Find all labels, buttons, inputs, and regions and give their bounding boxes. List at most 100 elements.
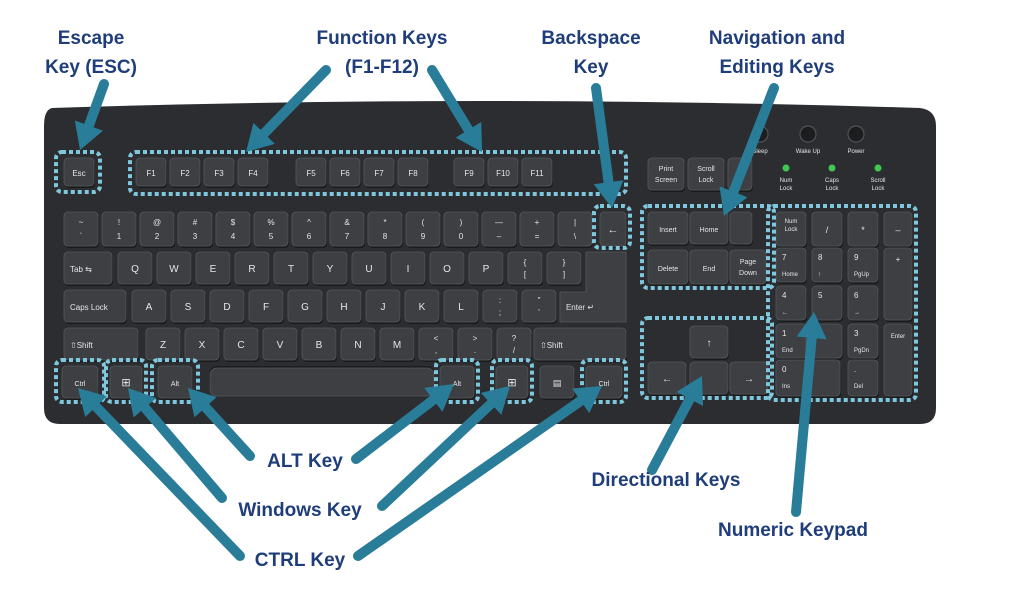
key-punctuation[interactable]: :;: [482, 289, 518, 324]
key-numpad-dot[interactable]: .Del: [847, 359, 879, 398]
key-c[interactable]: C: [223, 327, 259, 362]
key-f3[interactable]: F3: [203, 157, 235, 188]
key-k[interactable]: K: [404, 289, 440, 324]
key-t[interactable]: T: [273, 251, 309, 286]
key-s[interactable]: S: [170, 289, 206, 324]
key-z[interactable]: Z: [145, 327, 181, 362]
key-number-row-label: #: [193, 218, 198, 227]
key-f4[interactable]: F4: [237, 157, 269, 188]
key-number-row[interactable]: )0: [443, 211, 479, 248]
key-enter[interactable]: [559, 251, 627, 323]
key-number-row[interactable]: —–: [481, 211, 517, 248]
key-numpad-minus[interactable]: –: [883, 211, 913, 248]
key-alt-left[interactable]: Alt: [157, 365, 193, 400]
key-end[interactable]: End: [689, 249, 729, 286]
key-l[interactable]: L: [443, 289, 479, 324]
key-u[interactable]: U: [351, 251, 387, 286]
key-h[interactable]: H: [326, 289, 362, 324]
system-button-wake-up[interactable]: [799, 125, 817, 143]
key-number-row[interactable]: @2: [139, 211, 175, 248]
key-f[interactable]: F: [248, 289, 284, 324]
key-number-row[interactable]: +=: [519, 211, 555, 248]
system-button-power[interactable]: [847, 125, 865, 143]
key-numpad-digit[interactable]: 4←: [775, 285, 807, 322]
key-q[interactable]: Q: [117, 251, 153, 286]
key-f7[interactable]: F7: [363, 157, 395, 188]
key-number-row[interactable]: !1: [101, 211, 137, 248]
key-caps-lock[interactable]: Caps Lock: [63, 289, 127, 324]
key-f9[interactable]: F9: [453, 157, 485, 188]
key-e[interactable]: E: [195, 251, 231, 286]
key-number-row[interactable]: $4: [215, 211, 251, 248]
key-f10[interactable]: F10: [487, 157, 519, 188]
key-arrow-up[interactable]: ↑: [689, 325, 729, 360]
key-f1[interactable]: F1: [135, 157, 167, 188]
key-f8[interactable]: F8: [397, 157, 429, 188]
key-bracket[interactable]: }]: [546, 251, 582, 286]
key-g[interactable]: G: [287, 289, 323, 324]
key-number-row[interactable]: %5: [253, 211, 289, 248]
key-number-row[interactable]: ^6: [291, 211, 327, 248]
key-numpad-digit[interactable]: 5: [811, 285, 843, 322]
key-f5[interactable]: F5: [295, 157, 327, 188]
key-bracket[interactable]: {[: [507, 251, 543, 286]
key-delete[interactable]: Delete: [647, 249, 689, 286]
key-number-row[interactable]: (9: [405, 211, 441, 248]
key-punctuation-label: .: [474, 346, 476, 355]
key-page-down-label: Page: [740, 259, 756, 266]
key-esc-label: Esc: [72, 169, 85, 178]
key-punctuation[interactable]: ?/: [496, 327, 532, 362]
key-numpad-plus[interactable]: +: [883, 247, 913, 322]
key-numpad-enter[interactable]: Enter: [883, 323, 913, 398]
key-insert[interactable]: Insert: [647, 211, 689, 246]
key-number-row[interactable]: ~`: [63, 211, 99, 248]
key-arrow-right[interactable]: →: [729, 361, 769, 396]
key-x[interactable]: X: [184, 327, 220, 362]
key-numpad-slash-label: /: [826, 225, 829, 235]
key-m[interactable]: M: [379, 327, 415, 362]
key-menu[interactable]: ▤: [539, 365, 575, 400]
key-spacebar[interactable]: [209, 367, 435, 397]
key-number-row[interactable]: |\: [557, 211, 593, 248]
key-punctuation[interactable]: "': [521, 289, 557, 324]
key-b[interactable]: B: [301, 327, 337, 362]
key-shift-left[interactable]: ⇧Shift: [63, 327, 139, 362]
key-d[interactable]: D: [209, 289, 245, 324]
key-shift-right[interactable]: ⇧Shift: [533, 327, 627, 362]
key-f2[interactable]: F2: [169, 157, 201, 188]
key-number-row[interactable]: &7: [329, 211, 365, 248]
key-number-row[interactable]: #3: [177, 211, 213, 248]
key-tab[interactable]: Tab ⇆: [63, 251, 113, 286]
key-esc[interactable]: Esc: [63, 157, 95, 188]
key-punctuation[interactable]: >.: [457, 327, 493, 362]
key-arrow-left[interactable]: ←: [647, 361, 687, 396]
key-numpad-star[interactable]: *: [847, 211, 879, 248]
key-n[interactable]: N: [340, 327, 376, 362]
key-j[interactable]: J: [365, 289, 401, 324]
key-r[interactable]: R: [234, 251, 270, 286]
key-punctuation[interactable]: <,: [418, 327, 454, 362]
key-f11[interactable]: F11: [521, 157, 553, 188]
key-page-up[interactable]: [729, 211, 753, 246]
key-numpad-digit[interactable]: 6→: [847, 285, 879, 322]
key-p[interactable]: P: [468, 251, 504, 286]
key-home[interactable]: Home: [689, 211, 729, 246]
key-w[interactable]: W: [156, 251, 192, 286]
key-o[interactable]: O: [429, 251, 465, 286]
key-number-row[interactable]: *8: [367, 211, 403, 248]
key-backspace[interactable]: ←: [599, 211, 627, 248]
key-y[interactable]: Y: [312, 251, 348, 286]
key-a[interactable]: A: [131, 289, 167, 324]
key-numpad-slash[interactable]: /: [811, 211, 843, 248]
key-i[interactable]: I: [390, 251, 426, 286]
key-v[interactable]: V: [262, 327, 298, 362]
key-f6[interactable]: F6: [329, 157, 361, 188]
key-numpad-digit[interactable]: 8↑: [811, 247, 843, 284]
